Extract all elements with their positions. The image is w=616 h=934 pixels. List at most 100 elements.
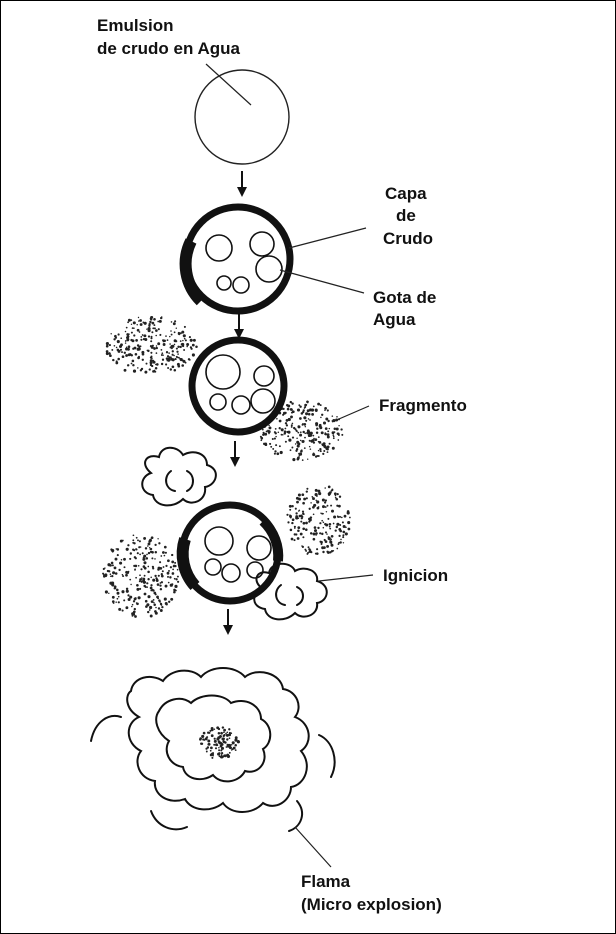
stipple-dot xyxy=(134,615,137,618)
stipple-dot xyxy=(173,564,175,567)
stipple-dot xyxy=(313,529,318,533)
stipple-dot xyxy=(278,445,281,448)
stipple-dot xyxy=(296,537,300,540)
stipple-dot xyxy=(146,582,149,585)
stipple-dot xyxy=(317,436,320,438)
stipple-dot xyxy=(234,738,238,742)
stipple-dot xyxy=(137,539,139,542)
stipple-dot xyxy=(151,551,154,553)
stipple-dot xyxy=(220,755,224,759)
stipple-dot xyxy=(291,521,294,525)
stipple-dot xyxy=(328,427,331,430)
stipple-dot xyxy=(262,431,265,434)
stipple-dot xyxy=(322,421,327,425)
stipple-dot xyxy=(131,605,133,608)
stipple-dot xyxy=(324,407,327,410)
stipple-dot xyxy=(295,512,298,515)
stipple-dot xyxy=(116,348,120,352)
stipple-dot xyxy=(237,739,240,742)
stipple-dot xyxy=(136,323,138,326)
stipple-dot xyxy=(291,518,295,522)
stipple-dot xyxy=(116,591,120,595)
stipple-dot xyxy=(288,438,292,442)
stipple-dot xyxy=(136,328,140,332)
stipple-dot xyxy=(115,360,118,363)
stipple-dot xyxy=(308,445,311,448)
stipple-dot xyxy=(294,428,297,431)
stipple-dot xyxy=(199,737,202,740)
stipple-dot xyxy=(115,346,118,349)
stipple-dot xyxy=(150,584,153,587)
stipple-dot xyxy=(153,603,156,606)
stipple-dot xyxy=(118,607,122,611)
stipple-dot xyxy=(152,578,156,582)
stipple-dot xyxy=(338,515,342,518)
stipple-dot xyxy=(304,432,307,435)
stipple-dot xyxy=(125,589,129,593)
stipple-dot xyxy=(138,580,141,583)
stipple-dot xyxy=(179,358,183,362)
stipple-dot xyxy=(117,357,120,361)
stipple-dot xyxy=(149,547,153,551)
stipple-dot xyxy=(148,609,151,611)
stipple-dot xyxy=(165,335,167,337)
stipple-dot xyxy=(172,322,176,326)
ignicion-label: Ignicion xyxy=(383,566,448,585)
stipple-dot xyxy=(108,344,111,347)
stipple-dot xyxy=(130,331,133,334)
stipple-dot xyxy=(340,538,342,541)
stipple-dot xyxy=(165,603,168,606)
flama-label-line2: (Micro explosion) xyxy=(301,895,442,914)
stipple-dot xyxy=(121,573,124,576)
stipple-dot xyxy=(158,319,162,323)
stipple-dot xyxy=(294,443,297,445)
stipple-dot xyxy=(150,576,152,579)
stipple-dot xyxy=(154,370,157,373)
stipple-dot xyxy=(280,433,283,436)
arrow-down-4 xyxy=(223,609,233,635)
stipple-dot xyxy=(297,497,302,501)
stipple-dot xyxy=(336,416,338,418)
stipple-dot xyxy=(334,494,337,497)
stipple-dot xyxy=(332,522,335,525)
stipple-dot xyxy=(120,337,123,340)
stipple-dot xyxy=(287,521,290,524)
stipple-dot xyxy=(291,538,294,541)
stipple-dot xyxy=(205,747,208,750)
stipple-dot xyxy=(216,737,220,741)
stipple-dot xyxy=(108,352,111,354)
stipple-dot xyxy=(337,439,340,441)
stipple-dot xyxy=(289,408,293,411)
stipple-dot xyxy=(149,344,153,348)
stipple-dot xyxy=(314,488,318,492)
stipple-dot xyxy=(143,584,146,588)
stipple-dot xyxy=(140,336,143,338)
stipple-dot xyxy=(150,337,153,340)
stipple-dot xyxy=(143,574,146,577)
stipple-dot xyxy=(285,419,289,422)
stipple-dot xyxy=(329,551,332,554)
stipple-dot xyxy=(146,553,148,556)
stipple-dot xyxy=(331,446,335,450)
stipple-dot xyxy=(300,412,304,415)
stipple-dot xyxy=(346,511,350,515)
igniting-droplet xyxy=(176,501,284,605)
gota-label-line2: Agua xyxy=(373,310,416,329)
stipple-dot xyxy=(158,542,161,545)
stipple-dot xyxy=(143,321,147,325)
stipple-dot xyxy=(326,433,330,437)
stipple-dot xyxy=(182,339,184,342)
stipple-dot xyxy=(113,585,117,589)
stipple-dot xyxy=(332,435,335,438)
stipple-dot xyxy=(328,522,332,526)
stipple-dot xyxy=(334,529,337,532)
stipple-dot xyxy=(231,741,235,745)
fragmento-leader-line xyxy=(331,405,370,423)
stipple-dot xyxy=(154,611,158,615)
stipple-dot xyxy=(291,402,294,405)
stipple-dot xyxy=(335,525,339,529)
stipple-dot xyxy=(155,334,158,337)
stipple-dot xyxy=(290,415,293,419)
stipple-dot xyxy=(184,361,187,364)
stipple-dot xyxy=(335,427,339,431)
